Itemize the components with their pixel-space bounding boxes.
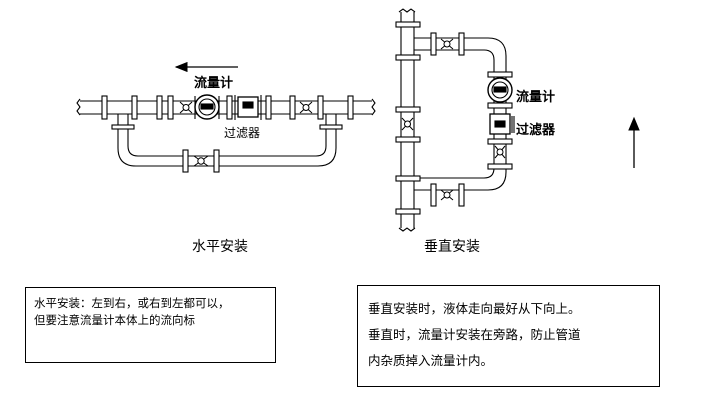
valve-icon (193, 155, 209, 167)
vertical-flowmeter-label: 流量计 (516, 90, 556, 105)
vertical-caption: 垂直安装 (424, 239, 480, 255)
flowmeter-icon (487, 77, 513, 103)
horizontal-note-box: 水平安装：左到右，或右到左都可以， 但要注意流量计本体上的流向标 (25, 287, 276, 363)
valve-icon (179, 101, 193, 114)
horizontal-assembly (76, 61, 376, 173)
horizontal-caption: 水平安装 (192, 239, 248, 255)
vertical-main-flanges (395, 21, 513, 215)
vertical-note-line: 垂直安装时，液体走向最好从下向上。 (368, 301, 581, 316)
filter-icon (234, 95, 262, 120)
vertical-assembly (395, 8, 515, 232)
horizontal-filter-label: 过滤器 (224, 126, 261, 140)
valve-icon (440, 38, 454, 50)
horizontal-note-line: 水平安装：左到右，或右到左都可以， (34, 296, 230, 310)
horizontal-flowmeter-label: 流量计 (194, 76, 234, 91)
vertical-note-line: 垂直时，流量计安装在旁路，防止管道 (368, 327, 581, 342)
vertical-note-box: 垂直安装时，液体走向最好从下向上。 垂直时，流量计安装在旁路，防止管道 内杂质掉… (357, 285, 660, 387)
valve-icon (440, 189, 454, 201)
arrow-up-icon (628, 116, 640, 168)
main-line-flanges (101, 95, 354, 173)
valve-icon (401, 117, 414, 131)
horizontal-note-line: 但要注意流量计本体上的流向标 (34, 313, 195, 327)
vertical-note-line: 内杂质掉入流量计内。 (368, 353, 494, 368)
valve-icon (299, 101, 313, 114)
vertical-filter-label: 过滤器 (516, 123, 556, 138)
valve-icon (494, 145, 506, 159)
filter-icon (489, 113, 515, 135)
flowmeter-icon (194, 94, 220, 120)
